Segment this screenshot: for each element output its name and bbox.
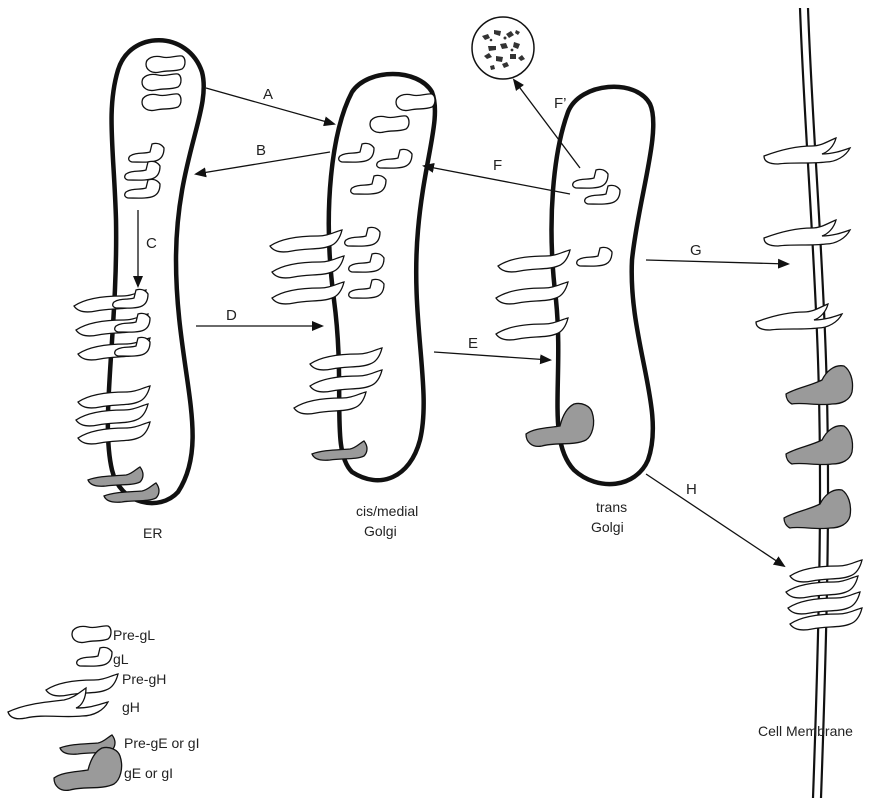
arrow-label-c: C — [146, 235, 157, 252]
organelle-labels: ER cis/medial Golgi trans Golgi Cell Mem… — [143, 499, 853, 739]
cis-golgi-proteins — [270, 94, 435, 460]
pre-gl-swatch — [72, 626, 111, 643]
arrow-label-f-prime: F’ — [554, 95, 567, 112]
er-label: ER — [143, 525, 162, 541]
legend-item-pre-gh: Pre-gH — [46, 671, 166, 696]
legend-item-pre-ge-gi: Pre-gE or gI — [60, 735, 199, 754]
legend-label: Pre-gE or gI — [124, 735, 199, 751]
cis-golgi-label-line1: cis/medial — [356, 503, 418, 519]
arrow-h — [646, 474, 784, 566]
ge-gi-swatch — [54, 747, 122, 790]
arrow-label-h: H — [686, 481, 697, 498]
trans-golgi-label-line1: trans — [596, 499, 627, 515]
arrow-label-b: B — [256, 142, 266, 159]
cis-golgi-label-line2: Golgi — [364, 523, 397, 539]
cell-membrane-label: Cell Membrane — [758, 723, 853, 739]
arrow-label-d: D — [226, 307, 237, 324]
arrow-label-e: E — [468, 335, 478, 352]
legend-label: gL — [113, 651, 129, 667]
er-gl-3 — [125, 179, 160, 198]
arrow-g — [646, 260, 788, 264]
er-gl-1 — [129, 143, 164, 162]
gl-swatch — [77, 647, 112, 666]
arrow-labels: A B C D E F F’ G H — [146, 86, 702, 498]
arrow-e — [434, 352, 550, 360]
arrow-label-a: A — [263, 86, 273, 103]
legend-label: gE or gI — [124, 765, 173, 781]
degradation-vesicle — [472, 17, 534, 79]
arrow-f-prime — [514, 80, 580, 168]
cis-medial-golgi-outline — [329, 74, 435, 480]
membrane-proteins — [756, 138, 862, 630]
er-proteins — [74, 56, 185, 502]
er-gl-2 — [125, 161, 160, 180]
legend-item-gl: gL — [77, 647, 129, 667]
er-pre-gl-1 — [146, 56, 185, 73]
arrow-label-f: F — [493, 157, 502, 174]
arrow-label-g: G — [690, 242, 702, 259]
trans-golgi-label-line2: Golgi — [591, 519, 624, 535]
er-pre-gl-2 — [142, 74, 181, 91]
er-pre-gl-3 — [142, 94, 181, 111]
legend-label: Pre-gL — [113, 627, 155, 643]
legend-label: gH — [122, 699, 140, 715]
legend: Pre-gL gL Pre-gH gH Pre-gE or gI gE or g… — [8, 626, 199, 791]
legend-label: Pre-gH — [122, 671, 166, 687]
legend-item-pre-gl: Pre-gL — [72, 626, 155, 643]
